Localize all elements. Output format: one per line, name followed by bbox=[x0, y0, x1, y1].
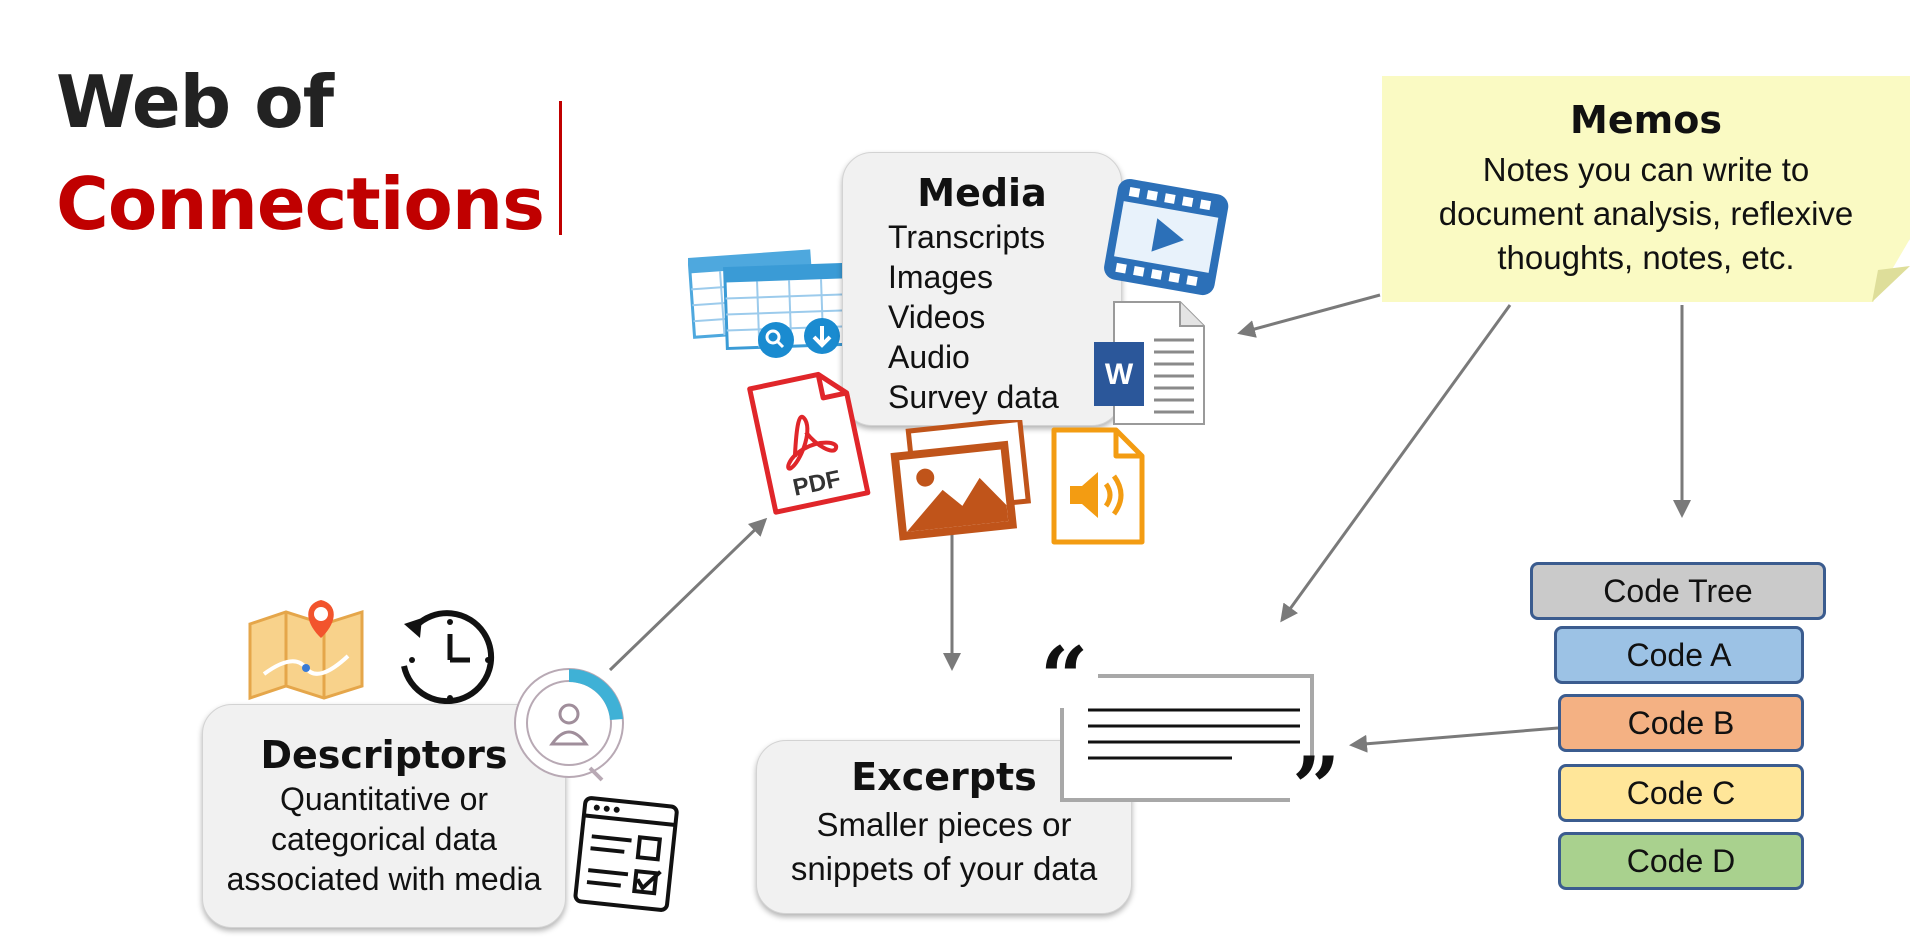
close-quote-mark: ” bbox=[1292, 738, 1341, 837]
arrow-memos-to-media bbox=[1237, 293, 1381, 338]
code-d: Code D bbox=[1558, 832, 1804, 890]
excerpts-card: Excerpts Smaller pieces or snippets of y… bbox=[756, 740, 1132, 914]
descriptors-description-line-1: Quantitative or bbox=[279, 781, 489, 817]
image-icon bbox=[890, 420, 1031, 541]
word-document-icon: W bbox=[1094, 301, 1205, 425]
media-item-transcripts: Transcripts bbox=[888, 219, 1046, 255]
descriptors-card: Descriptors Quantitative or categorical … bbox=[202, 704, 566, 928]
audio-icon bbox=[1051, 427, 1145, 545]
media-item-survey-data: Survey data bbox=[888, 379, 1059, 415]
title-line-1: Web of bbox=[56, 60, 334, 144]
title-divider bbox=[559, 101, 562, 235]
person-target-icon bbox=[514, 668, 624, 782]
memos-note: Memos Notes you can write to document an… bbox=[1382, 76, 1910, 302]
video-icon bbox=[1104, 178, 1229, 296]
code-b: Code B bbox=[1558, 694, 1804, 752]
title-line-2: Connections bbox=[56, 162, 545, 246]
code-a: Code A bbox=[1554, 626, 1804, 684]
excerpts-description-line-2: snippets of your data bbox=[790, 850, 1098, 887]
pdf-icon: PDF bbox=[747, 371, 871, 515]
memos-description-line-3: thoughts, notes, etc. bbox=[1497, 239, 1795, 276]
descriptors-heading: Descriptors bbox=[260, 733, 508, 777]
arrow-descriptors-to-media bbox=[608, 517, 768, 672]
memos-description-line-1: Notes you can write to bbox=[1482, 151, 1810, 188]
spreadsheet-icon bbox=[688, 249, 859, 358]
word-label: W bbox=[1105, 358, 1134, 391]
open-quote-mark: “ bbox=[1040, 628, 1089, 727]
code-c: Code C bbox=[1558, 764, 1804, 822]
memos-heading: Memos bbox=[1570, 98, 1722, 142]
memos-folded-corner bbox=[1872, 266, 1910, 302]
arrow-codes-to-excerpts bbox=[1349, 726, 1559, 753]
code-tree: Code Tree bbox=[1530, 562, 1826, 620]
form-icon bbox=[573, 796, 679, 912]
clock-icon bbox=[401, 610, 495, 705]
quote-excerpt-box bbox=[1038, 662, 1350, 808]
media-item-videos: Videos bbox=[888, 299, 986, 335]
excerpts-description-line-1: Smaller pieces or bbox=[816, 806, 1072, 843]
media-heading: Media bbox=[917, 171, 1047, 215]
media-card: Media Transcripts Images Videos Audio Su… bbox=[842, 152, 1122, 426]
arrow-memos-to-excerpts bbox=[1280, 304, 1512, 623]
media-item-audio: Audio bbox=[888, 339, 970, 375]
map-pin-icon bbox=[248, 600, 364, 701]
descriptors-description-line-3: associated with media bbox=[226, 861, 542, 897]
memos-description-line-2: document analysis, reflexive bbox=[1438, 195, 1854, 232]
excerpts-heading: Excerpts bbox=[851, 755, 1037, 799]
descriptors-description-line-2: categorical data bbox=[271, 821, 497, 857]
media-item-images: Images bbox=[888, 259, 993, 295]
